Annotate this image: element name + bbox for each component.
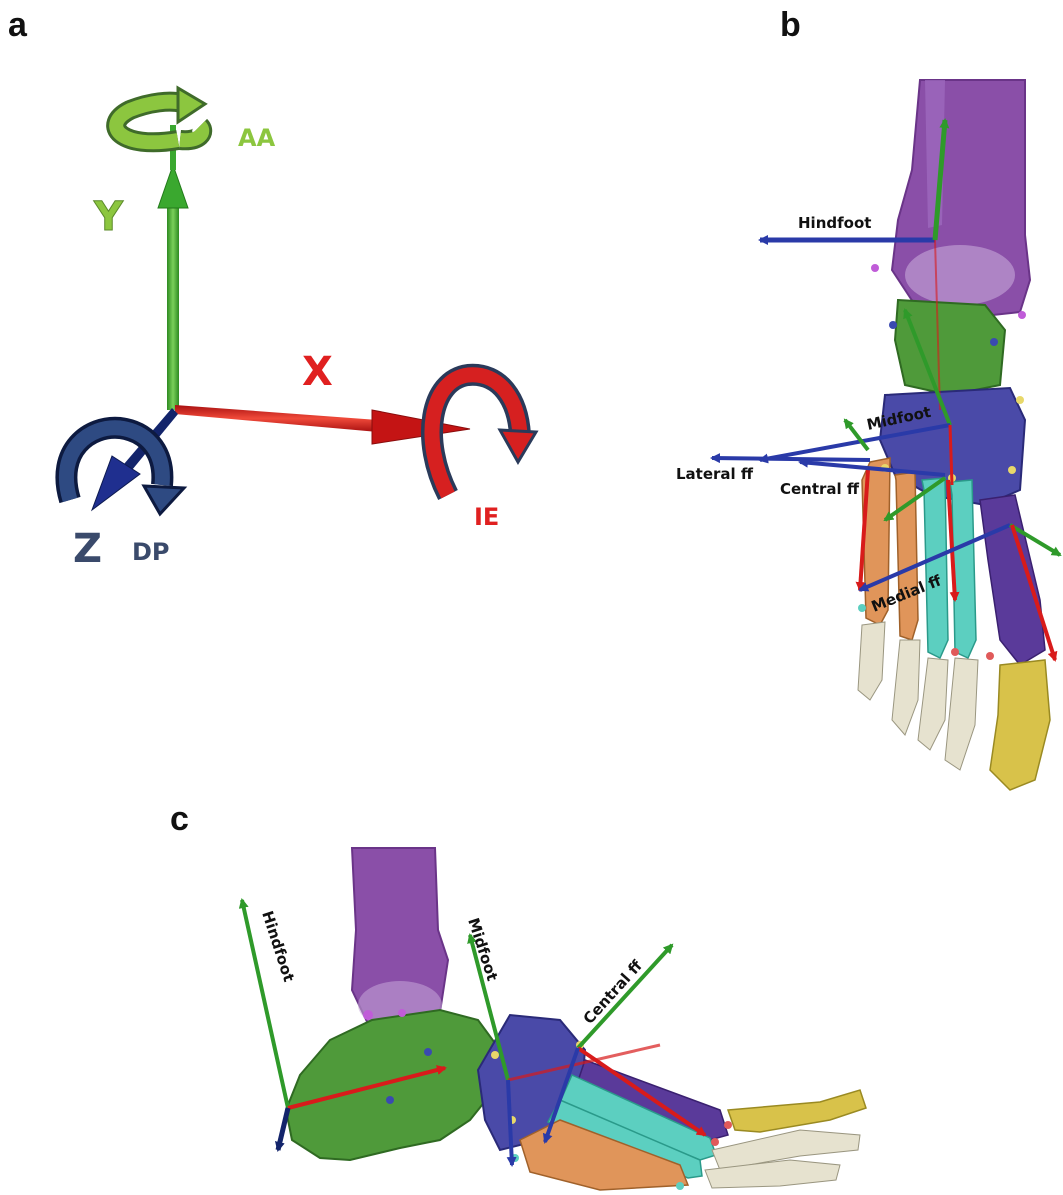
panel-c-midfoot-label: Midfoot (464, 916, 501, 983)
panel-b-letter: b (780, 6, 801, 44)
y-label: Y (93, 194, 124, 240)
panel-c-letter: c (170, 800, 189, 838)
x-label: X (302, 349, 333, 395)
dp-label: DP (132, 538, 170, 566)
aa-rotation-arrow (116, 88, 205, 142)
panel-a-letter: a (8, 6, 28, 44)
ie-rotation-arrow (432, 375, 536, 495)
panel-a: a AA Y X IE (8, 6, 536, 572)
ie-label: IE (474, 503, 499, 531)
panel-b: b (676, 6, 1060, 790)
panel-c-hindfoot-label: Hindfoot (258, 909, 298, 984)
y-axis-arrow (158, 125, 188, 410)
panel-b-central-ff-label: Central ff (780, 480, 860, 498)
foot-skeleton-side-view (286, 848, 866, 1190)
z-label: Z (73, 526, 102, 572)
panel-b-hindfoot-label: Hindfoot (798, 214, 871, 232)
aa-label: AA (238, 124, 276, 152)
panel-b-lateral-ff-label: Lateral ff (676, 465, 754, 483)
panel-c: c (170, 800, 866, 1190)
panel-c-central-ff-label: Central ff (580, 956, 647, 1027)
